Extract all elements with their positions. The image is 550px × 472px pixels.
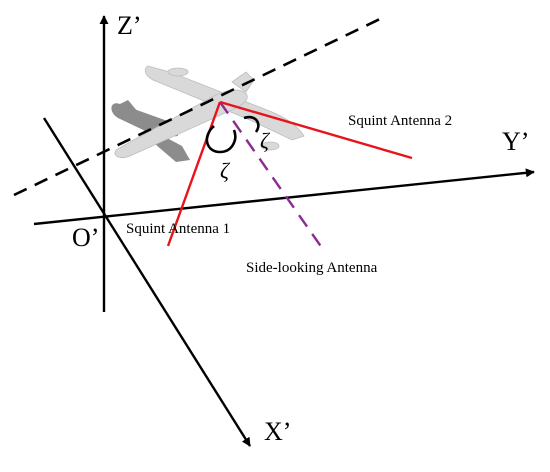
- angle-zeta-left: ζ: [220, 158, 231, 183]
- aircraft-icon: [114, 65, 305, 158]
- side-looking-beam: [219, 101, 323, 249]
- x-axis: [42, 117, 252, 447]
- angle-zeta-right: ζ: [260, 128, 271, 153]
- side-looking-antenna-label: Side-looking Antenna: [246, 260, 378, 276]
- squint-antenna-1-beam: [166, 101, 222, 247]
- x-axis-label: X’: [264, 417, 291, 446]
- squint-antenna-1-label: Squint Antenna 1: [126, 221, 230, 237]
- angle-arc-left: [205, 125, 237, 154]
- origin-label: O’: [72, 223, 99, 252]
- squint-antenna-2-beam: [219, 100, 413, 160]
- y-axis-label: Y’: [502, 127, 529, 156]
- squint-antenna-2-label: Squint Antenna 2: [348, 113, 452, 129]
- y-axis: [33, 168, 535, 226]
- z-axis-label: Z’: [117, 11, 142, 40]
- angle-arc-right: [243, 115, 260, 133]
